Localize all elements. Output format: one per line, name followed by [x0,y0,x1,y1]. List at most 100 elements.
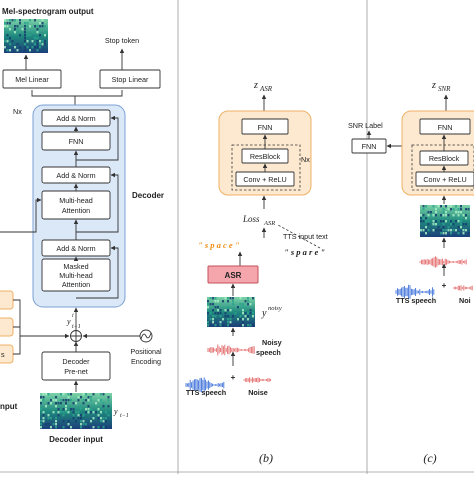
spectrogram-cell [219,315,222,318]
spectrogram-cell [24,34,26,37]
spectrogram-cell [41,40,44,43]
spectrogram-cell [19,22,21,25]
spectrogram-cell [67,423,70,426]
spectrogram-cell [4,40,6,43]
spectrogram-cell [40,396,42,399]
spectrogram-cell [9,49,11,52]
spectrogram-cell [50,417,52,420]
spectrogram-cell [447,208,450,211]
spectrogram-cell [455,211,457,214]
spectrogram-cell [212,318,214,321]
left-cut-label-2: nput [0,402,18,411]
stop-linear-box [99,69,161,89]
spectrogram-cell [50,399,52,402]
spectrogram-cell [247,318,249,321]
spectrogram-cell [247,312,249,315]
spectrogram-cell [435,223,437,226]
spectrogram-cell [87,405,90,408]
spectrogram-cell [62,399,65,402]
spectrogram-cell [442,214,445,217]
spectrogram-cell [450,220,452,223]
spectrogram-cell [425,229,427,232]
spectrogram-cell [57,411,60,414]
spectrogram-cell [55,420,57,423]
spectrogram-cell [6,22,9,25]
svg-text:noisy: noisy [268,305,282,312]
spectrogram-cell [40,426,42,429]
spectrogram-cell [72,411,75,414]
spectrogram-cell [224,315,227,318]
spectrogram-cell [26,25,29,28]
spectrogram-cell [31,40,34,43]
spectrogram-cell [227,306,229,309]
spectrogram-cell [212,297,214,300]
spectrogram-cell [29,49,31,52]
svg-text:z: z [431,80,436,91]
resblock-dashed-c [411,144,474,191]
spectrogram-cell [107,396,110,399]
resblock-label-b: ResBlock [250,152,281,161]
spectrogram-cell [107,414,110,417]
spectrogram-cell [455,229,457,232]
spectrogram-cell [6,25,9,28]
spectrogram-cell [40,399,42,402]
z-snr-label: z SNR [431,80,451,93]
spectrogram-cell [460,217,462,220]
positional-wave [140,332,152,340]
spectrogram-cell [222,324,224,327]
spectrogram-cell [80,417,82,420]
spectrogram-cell [82,393,85,396]
spectrogram-cell [420,217,422,220]
spectrogram-cell [462,229,465,232]
spectrogram-cell [252,324,254,327]
spectrogram-cell [4,46,6,49]
spectrogram-cell [457,232,460,235]
spectrogram-cell [450,223,452,226]
spectrogram-cell [229,297,232,300]
caption-c: (c) [423,451,436,465]
spectrogram-cell [62,420,65,423]
spectrogram-cell [45,405,47,408]
resblock-dashed-b [231,144,301,191]
stop-token-label: Stop token [105,36,139,45]
spectrogram-cell [92,411,95,414]
spectrogram-cell [435,211,437,214]
svg-text:Loss: Loss [242,214,260,224]
spectrogram-cell [237,318,239,321]
spectrogram-cell [445,205,447,208]
spectrogram-cell [70,399,72,402]
spectrogram-cell [435,208,437,211]
spectrogram-cell [92,393,95,396]
spectrogram-cell [39,46,41,49]
spectrogram-cell [77,414,80,417]
panel-c: z SNR SNR Label FNN FNN ResBlock Conv + … [348,80,474,465]
encoder-block-cut-1 [0,290,14,310]
spectrogram-cell [14,28,16,31]
spectrogram-cell [52,423,55,426]
spectrogram-cell [465,229,467,232]
spectrogram-cell [24,22,26,25]
noise-label-c: Noi [459,296,471,305]
residual-path-top [76,115,119,161]
y-noisy-label: y noisy [261,305,282,319]
spectrogram-cell [207,306,209,309]
spectrogram-cell [40,420,42,423]
spectrogram-cell [97,399,100,402]
spectrogram-cell [445,211,447,214]
nx-label-b: Nx [301,155,310,164]
spectrogram-cell [92,426,95,429]
spectrogram-cell [425,232,427,235]
svg-text:z: z [253,80,258,91]
spectrogram-cell [77,417,80,420]
spectrogram-cell [239,303,242,306]
spare-text: " s p a r e " [284,247,325,257]
spectrogram-cell [209,303,212,306]
spectrogram-cell [442,211,445,214]
spectrogram-cell [16,49,19,52]
spectrogram-cell [24,46,26,49]
spectrogram-cell [29,34,31,37]
spectrogram-cell [4,28,6,31]
spectrogram-cell [34,43,36,46]
spectrogram-cell [465,223,467,226]
spectrogram-cell [36,49,39,52]
